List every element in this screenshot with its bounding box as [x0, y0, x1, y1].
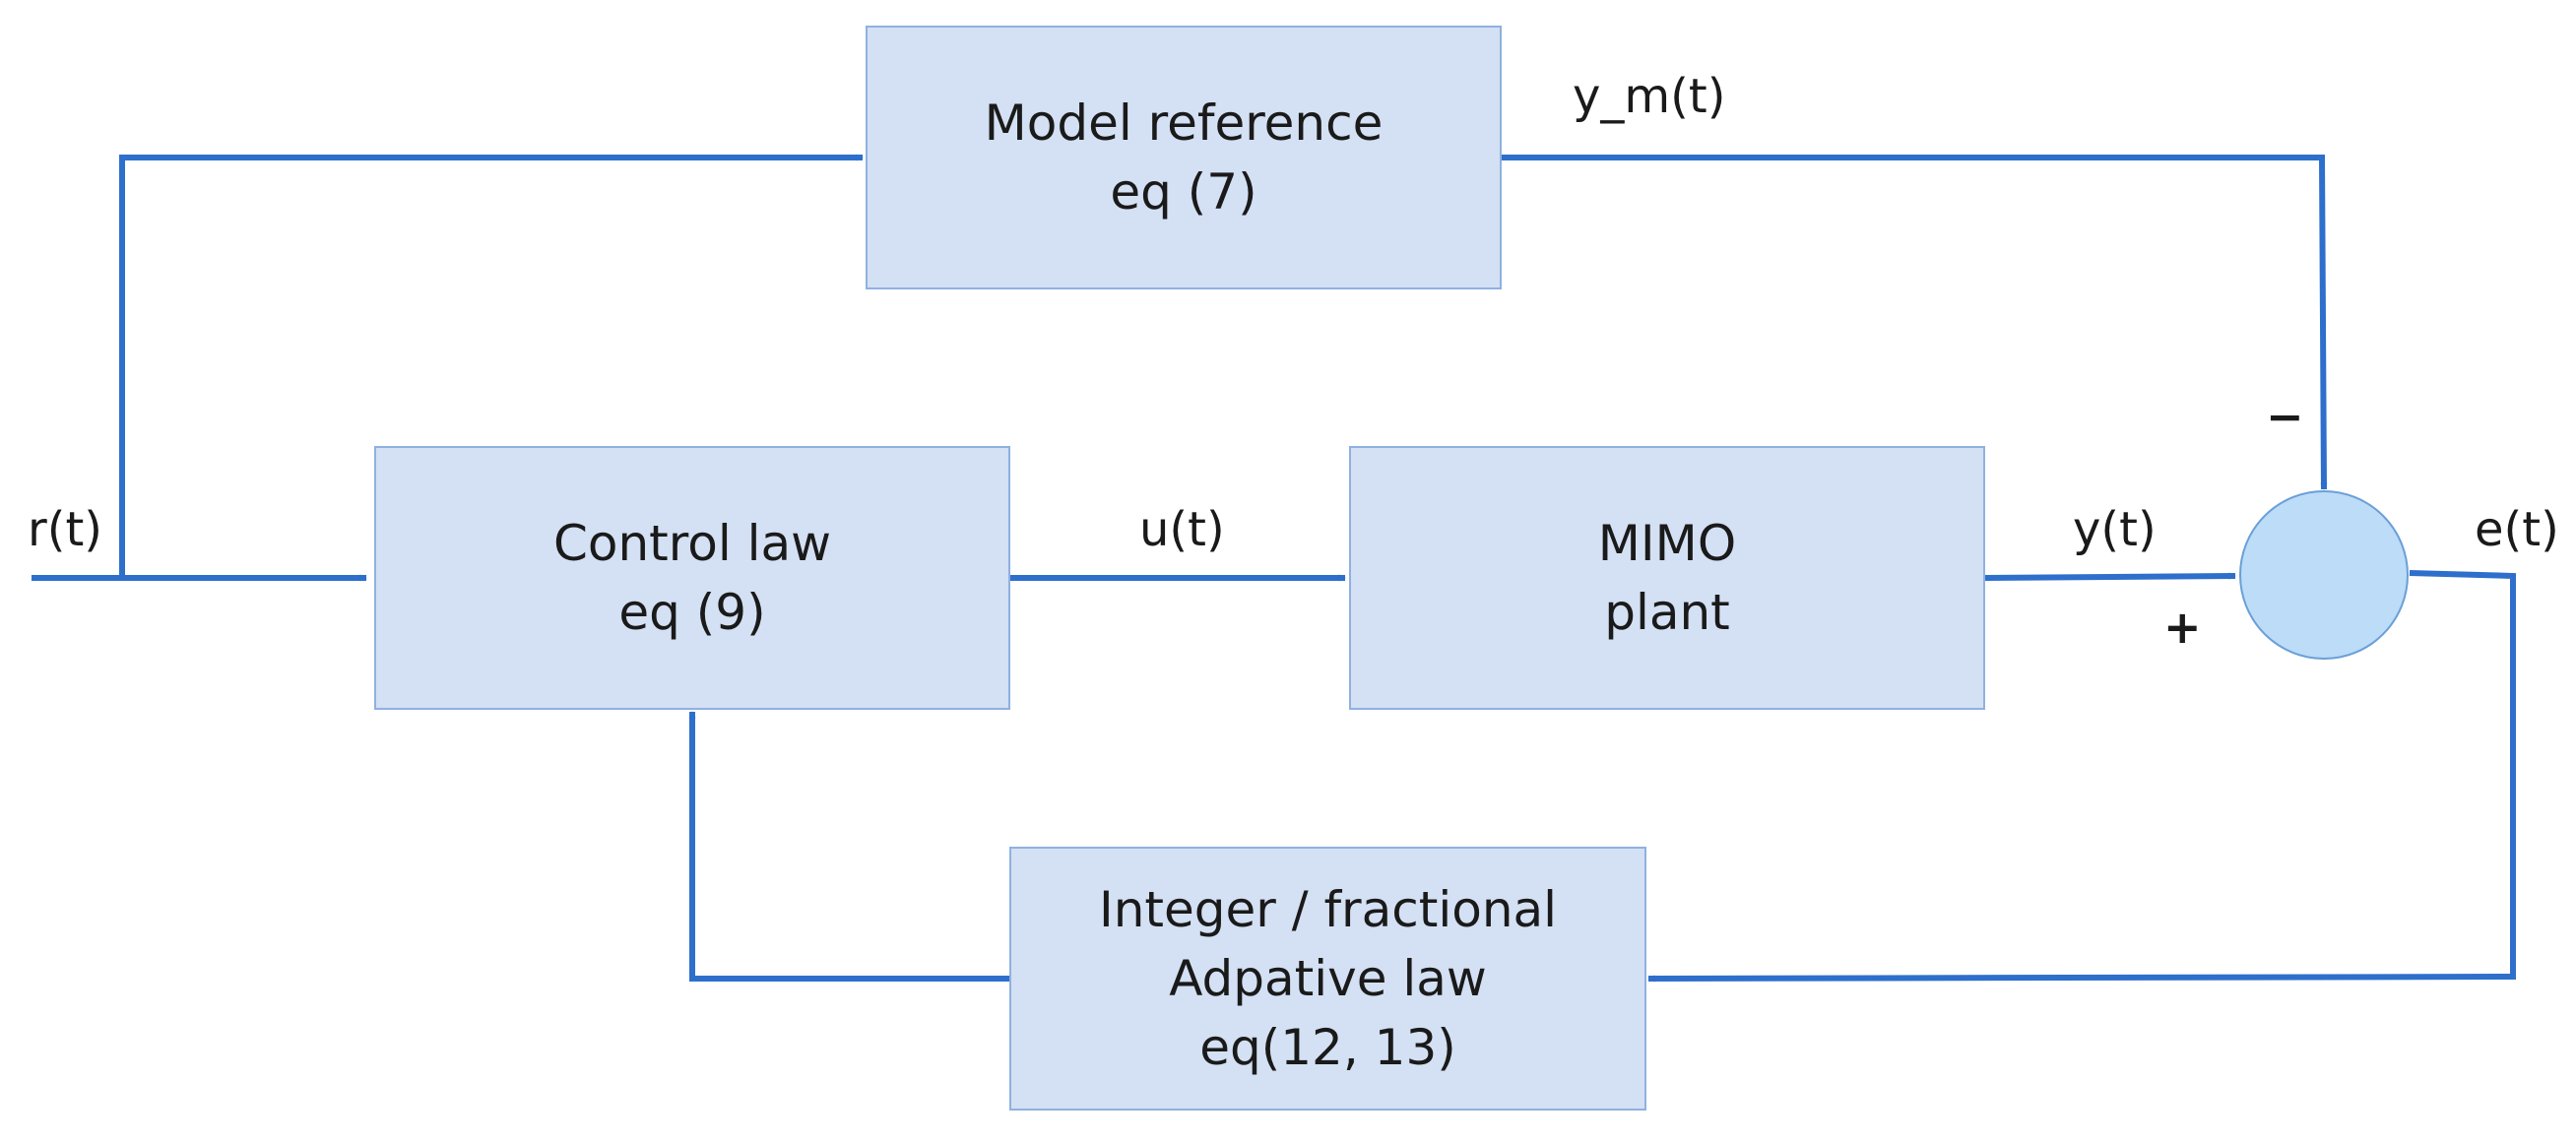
- signal-label-error: e(t): [2475, 502, 2559, 557]
- summing-junction: [2239, 490, 2409, 660]
- wire-model-to-junction: [1502, 155, 2328, 490]
- control-law-equation: eq (9): [618, 584, 766, 641]
- adaptive-law-block: Integer / fractional Adpative law eq(12,…: [1009, 847, 1646, 1111]
- signal-label-plant-output: y(t): [2073, 502, 2157, 557]
- signal-label-reference: r(t): [28, 502, 103, 557]
- junction-plus-sign: +: [2163, 601, 2202, 654]
- mimo-plant-block: MIMO plant: [1349, 446, 1985, 710]
- wire-adaptive-to-control-law: [688, 711, 1009, 982]
- junction-minus-sign: −: [2266, 390, 2304, 443]
- control-law-title: Control law: [552, 515, 832, 572]
- wire-reference-to-model-reference: [119, 154, 864, 578]
- adaptive-law-title: Integer / fractional: [1098, 881, 1558, 938]
- mimo-plant-title: MIMO: [1597, 515, 1737, 572]
- signal-label-control: u(t): [1139, 502, 1225, 557]
- model-reference-title: Model reference: [984, 95, 1384, 152]
- signal-label-model-output: y_m(t): [1573, 69, 1726, 124]
- mimo-plant-subtitle: plant: [1604, 584, 1730, 641]
- model-reference-block: Model reference eq (7): [866, 26, 1502, 289]
- wire-error-to-adaptive-law: [1647, 570, 2516, 983]
- model-reference-equation: eq (7): [1110, 163, 1257, 221]
- adaptive-law-equation: eq(12, 13): [1199, 1019, 1456, 1076]
- wire-plant-to-junction: [1984, 572, 2236, 581]
- control-law-block: Control law eq (9): [374, 446, 1010, 710]
- adaptive-law-subtitle: Adpative law: [1169, 950, 1487, 1007]
